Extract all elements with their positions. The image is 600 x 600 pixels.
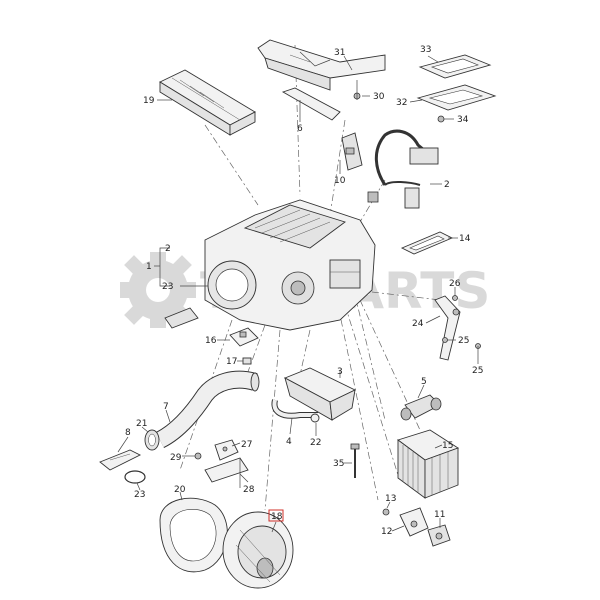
callout-labels: 19 31 30 6 33 32 34 10 2 14 2 1 23 16 17… <box>125 45 483 537</box>
part-20-blower-cover[interactable] <box>159 497 228 573</box>
callout-18[interactable]: 18 <box>271 512 283 522</box>
part-17-clip[interactable] <box>242 357 252 365</box>
callout-22[interactable]: 22 <box>310 438 321 448</box>
callout-32[interactable]: 32 <box>396 98 407 108</box>
callout-leader-lines <box>117 55 479 533</box>
callout-4[interactable]: 4 <box>286 437 292 447</box>
part-35-bolt[interactable] <box>350 443 360 478</box>
callout-26[interactable]: 26 <box>449 279 461 289</box>
callout-12[interactable]: 12 <box>381 527 392 537</box>
main-heater-housing[interactable] <box>164 199 376 331</box>
part-30-screw[interactable] <box>353 80 361 100</box>
callout-35[interactable]: 35 <box>333 459 344 469</box>
callout-6[interactable]: 6 <box>297 124 303 134</box>
part-16-actuator[interactable] <box>229 327 259 347</box>
part-26-screw[interactable] <box>452 295 458 301</box>
callout-16[interactable]: 16 <box>205 336 217 346</box>
part-23-o-ring[interactable] <box>124 470 146 484</box>
callout-2-harness[interactable]: 2 <box>444 180 450 190</box>
callout-24[interactable]: 24 <box>412 319 424 329</box>
callout-23-housing[interactable]: 23 <box>162 282 173 292</box>
part-24-lever[interactable] <box>434 295 461 361</box>
part-8-flap[interactable] <box>99 449 142 471</box>
callout-18-highlight-box <box>268 509 284 522</box>
part-6-rail[interactable] <box>281 87 341 121</box>
part-29-screw[interactable] <box>194 452 202 460</box>
callout-7[interactable]: 7 <box>163 402 169 412</box>
part-27-bracket[interactable] <box>214 439 239 461</box>
callout-11[interactable]: 11 <box>434 510 445 520</box>
part-32-seal-frame[interactable] <box>416 84 497 111</box>
part-33-seal-frame[interactable] <box>418 54 492 79</box>
callout-29[interactable]: 29 <box>170 453 182 463</box>
callout-25-lower[interactable]: 25 <box>472 366 483 376</box>
callout-25-upper[interactable]: 25 <box>458 336 469 346</box>
part-7-air-duct[interactable] <box>155 370 260 449</box>
callout-1[interactable]: 1 <box>146 262 152 272</box>
part-25-screw-lower[interactable] <box>475 343 481 361</box>
callout-19[interactable]: 19 <box>143 96 155 106</box>
part-11-sensor[interactable] <box>427 524 451 547</box>
part-22-clamp[interactable] <box>310 413 320 423</box>
callout-8[interactable]: 8 <box>125 428 131 438</box>
part-19-cabin-filter[interactable] <box>159 69 256 136</box>
part-10-clip[interactable] <box>341 132 363 171</box>
callout-20[interactable]: 20 <box>174 485 186 495</box>
callout-21[interactable]: 21 <box>136 419 147 429</box>
callout-17[interactable]: 17 <box>226 357 237 367</box>
callout-3[interactable]: 3 <box>337 367 343 377</box>
part-34-screw[interactable] <box>437 115 445 123</box>
callout-15[interactable]: 15 <box>442 441 453 451</box>
callout-27[interactable]: 27 <box>241 440 252 450</box>
part-12-bracket[interactable] <box>399 507 429 537</box>
assembly-guide-lines <box>179 44 441 511</box>
part-13-screw[interactable] <box>382 508 390 516</box>
part-14-seal[interactable] <box>400 231 454 255</box>
callout-23-oring[interactable]: 23 <box>134 490 145 500</box>
callout-30[interactable]: 30 <box>373 92 385 102</box>
callout-28[interactable]: 28 <box>243 485 255 495</box>
part-31-bracket[interactable] <box>257 39 386 91</box>
part-28-support[interactable] <box>204 457 249 488</box>
callout-5[interactable]: 5 <box>421 377 427 387</box>
callout-10[interactable]: 10 <box>334 176 346 186</box>
part-5-water-valve[interactable] <box>400 394 442 421</box>
part-25-screw-upper[interactable] <box>442 337 448 343</box>
callout-13[interactable]: 13 <box>385 494 396 504</box>
callout-31[interactable]: 31 <box>334 48 345 58</box>
part-2-wiring-harness[interactable] <box>367 129 439 209</box>
callout-34[interactable]: 34 <box>457 115 469 125</box>
part-15-heater-core[interactable] <box>397 429 460 499</box>
callout-2-housing[interactable]: 2 <box>165 244 171 254</box>
callout-33[interactable]: 33 <box>420 45 431 55</box>
callout-14[interactable]: 14 <box>459 234 471 244</box>
part-21-collar[interactable] <box>144 429 160 451</box>
part-3-condensate-tray[interactable] <box>283 367 357 421</box>
part-4-drain-hose[interactable] <box>271 399 318 419</box>
part-18-blower-motor[interactable] <box>222 511 294 589</box>
